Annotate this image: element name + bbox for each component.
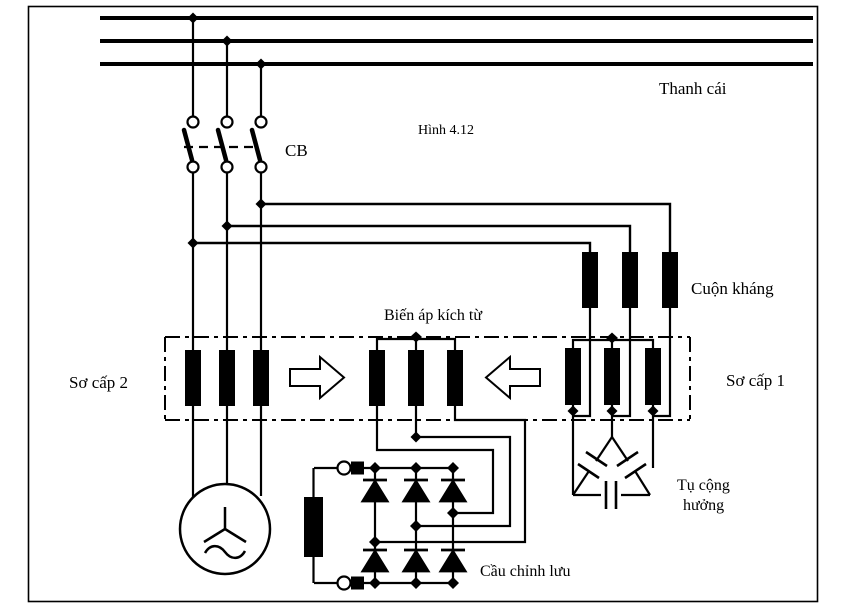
reactor-coils [573,252,678,418]
sine-wave-icon [203,544,247,560]
secondary-windings [369,337,527,544]
arrow-left-icon [484,354,541,401]
busbar-label: Thanh cái [659,79,727,98]
diode-row-bottom [360,548,468,573]
reactor-feeder-lines [193,202,672,252]
reactor-label: Cuộn kháng [691,279,774,298]
capacitor-delta [571,416,655,509]
breaker-label: CB [285,141,308,160]
figure-caption: Hình 4.12 [418,123,474,138]
flow-arrows [289,354,541,401]
diode-row-top [360,478,468,503]
capacitor-label-line1: Tụ cộng [677,477,730,494]
field-winding [304,497,323,557]
brush-block-icon [351,461,364,475]
circuit-breaker-symbol [181,115,268,174]
capacitor-plates [577,450,647,509]
transformer-boundary-box [164,336,691,421]
phase-downlines [191,172,263,350]
brush-block-icon [351,576,364,590]
generator-symbol [178,482,272,576]
busbar-taps [191,18,263,116]
junction-dots [187,12,659,589]
primary2-label: Sơ cấp 2 [69,373,128,392]
breaker-blades [181,127,263,163]
primary1-label: Sơ cấp 1 [726,371,785,390]
capacitor-label-line2: hưởng [683,497,724,514]
arrow-right-icon [289,354,346,401]
primary2-windings [185,350,269,497]
brush-terminal-icon [336,575,352,591]
primary1-windings [565,338,661,416]
rectifier-label: Cầu chỉnh lưu [480,563,570,580]
brush-terminal-icon [336,460,352,476]
transformer-label: Biến áp kích từ [384,307,483,324]
busbar-lines [100,16,813,66]
figure-border [27,5,819,603]
